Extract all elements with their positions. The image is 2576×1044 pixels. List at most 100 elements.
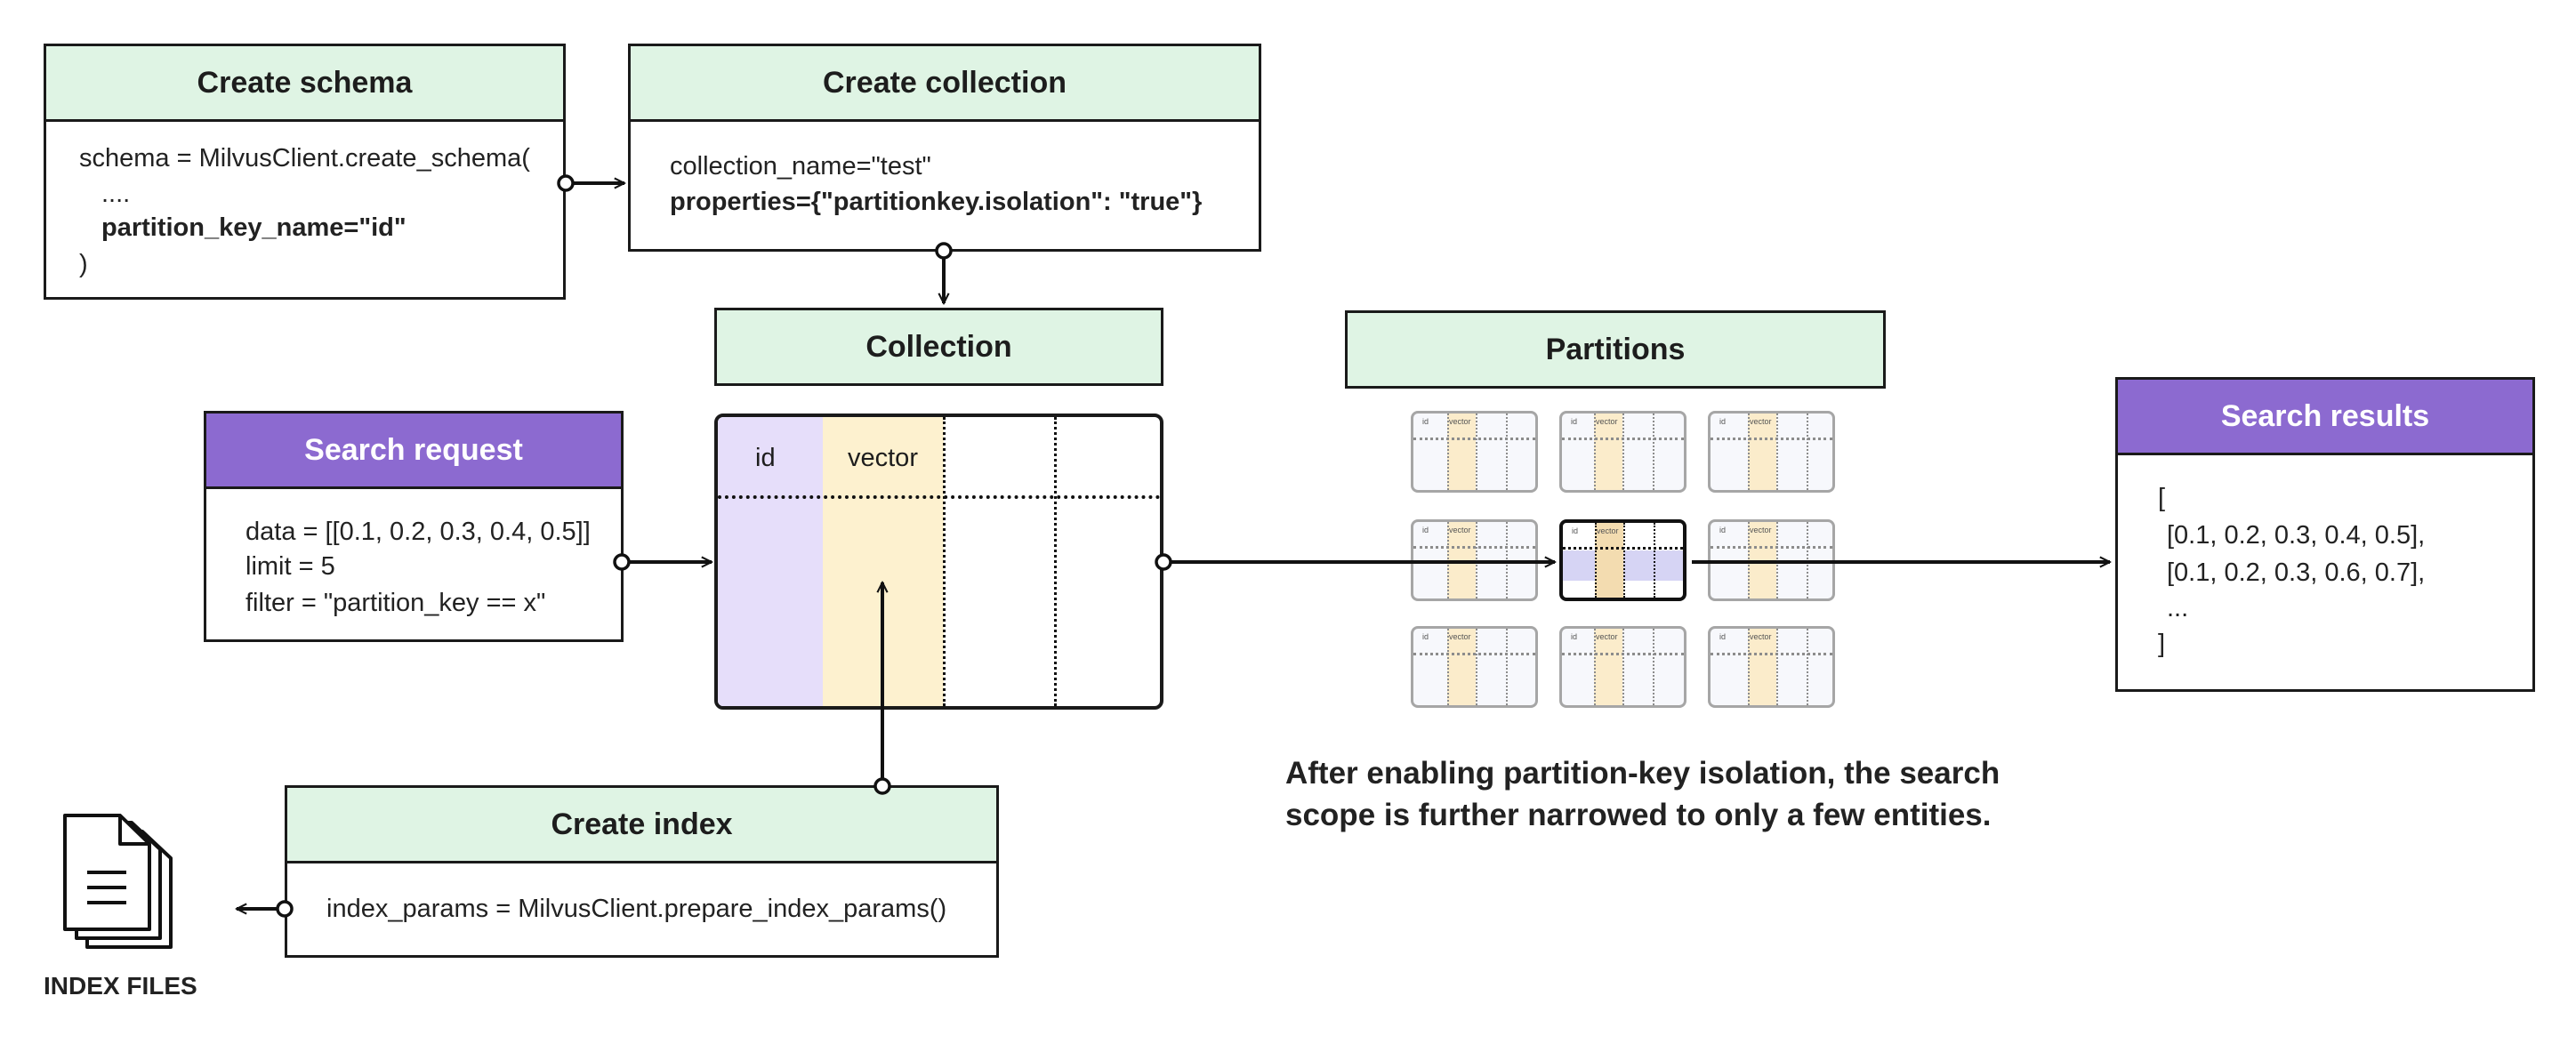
partition-col-divider [1506,629,1508,705]
search-request-title: Search request [204,411,624,489]
partition-vector-band [1748,414,1776,490]
partition-col-divider [1623,523,1625,598]
schema-partition-key: partition_key_name="id" [101,213,407,242]
partition-id-label: id [1422,526,1429,534]
partition-col-divider [1807,414,1808,490]
partition-row-divider [1413,653,1535,655]
search-results-title: Search results [2115,377,2535,455]
partition-col-divider [1476,414,1477,490]
caption-line-1: After enabling partition-key isolation, … [1285,756,2000,791]
search-results-line-3: [0.1, 0.2, 0.3, 0.6, 0.7], [2167,558,2426,587]
partition-vector-band [1594,414,1622,490]
partition-tile: id vector [1411,411,1538,493]
partition-tile: id vector [1559,411,1686,493]
partition-id-label: id [1422,632,1429,641]
partition-col-divider [1748,629,1750,705]
schema-line-2: .... [101,180,131,208]
partition-col-divider [1776,629,1778,705]
partition-vector-label: vector [1750,632,1772,641]
create-index-line-1: index_params = MilvusClient.prepare_inde… [326,895,947,923]
search-results-line-2: [0.1, 0.2, 0.3, 0.4, 0.5], [2167,521,2426,550]
partition-col-divider [1807,629,1808,705]
search-results-line-4: ... [2167,594,2189,622]
partition-col-divider [1594,629,1596,705]
partition-row-divider [1413,438,1535,440]
arrow-collection-to-partition [1155,553,1555,571]
collection-divider-1 [943,417,946,706]
partition-id-label: id [1571,632,1578,641]
caption-line-2: scope is further narrowed to only a few … [1285,798,1992,832]
partition-vector-band [1748,629,1776,705]
partitions-title-text: Partitions [1545,332,1686,366]
search-request-line-2: limit = 5 [246,552,335,581]
collection-table: id vector [714,414,1163,710]
collection-divider-2 [1054,417,1057,706]
create-index-title-text: Create index [551,807,733,841]
search-request-body [204,486,624,642]
partition-tile: id vector [1708,626,1835,708]
search-results-line-5: ] [2158,630,2166,658]
arrow-schema-to-collection [557,174,624,192]
partition-id-label: id [1422,417,1429,426]
partition-col-divider [1776,414,1778,490]
partition-col-divider [1622,414,1624,490]
partition-id-label: id [1719,526,1727,534]
create-collection-title: Create collection [628,44,1261,122]
collection-id-header: id [755,444,776,472]
schema-line-1: schema = MilvusClient.create_schema( [79,144,530,173]
arrow-index-to-files [237,900,294,918]
search-request-title-text: Search request [304,432,523,467]
partition-vector-label: vector [1596,632,1618,641]
partition-col-divider [1595,523,1597,598]
partition-col-divider [1447,414,1449,490]
search-results-title-text: Search results [2220,398,2430,433]
partition-row-divider [1413,546,1535,549]
create-index-body [285,861,999,958]
collection-id-column [718,417,823,706]
partition-id-label: id [1572,526,1579,535]
collection-title: Collection [714,308,1163,386]
partition-vector-label: vector [1597,526,1619,535]
partition-col-divider [1506,414,1508,490]
partition-tile-active: id vector [1559,519,1686,601]
create-collection-title-text: Create collection [823,65,1067,100]
partition-tile: id vector [1411,626,1538,708]
partition-vector-label: vector [1449,417,1471,426]
partition-vector-label: vector [1449,632,1471,641]
arrow-create-collection-to-collection [935,242,953,303]
schema-line-4: ) [79,250,88,278]
search-request-line-3: filter = "partition_key == x" [246,589,546,617]
partition-col-divider [1476,629,1477,705]
search-results-body [2115,453,2535,692]
partition-vector-band [1447,414,1476,490]
partition-vector-band [1594,629,1622,705]
partition-vector-label: vector [1596,417,1618,426]
partition-row-divider [1711,546,1832,549]
partition-tile: id vector [1559,626,1686,708]
partition-row-divider [1563,547,1683,550]
search-results-line-1: [ [2158,484,2166,512]
partition-id-label: id [1719,417,1727,426]
partition-col-divider [1594,414,1596,490]
arrow-search-request-to-collection [613,553,712,571]
partition-vector-band [1595,523,1623,598]
create-schema-title: Create schema [44,44,566,122]
partition-vector-label: vector [1750,526,1772,534]
partition-col-divider [1653,414,1654,490]
partition-col-divider [1653,629,1654,705]
collection-title-text: Collection [865,329,1012,364]
create-collection-line-2: properties={"partitionkey.isolation": "t… [670,184,1202,221]
partition-col-divider [1654,523,1655,598]
index-files-label: INDEX FILES [44,972,197,1000]
partition-row-divider [1711,653,1832,655]
partitions-title: Partitions [1345,310,1886,389]
arrow-index-to-vector [873,582,891,795]
isolation-caption: After enabling partition-key isolation, … [1285,752,2000,836]
create-schema-body [44,119,566,300]
partition-id-label: id [1571,417,1578,426]
partition-id-label: id [1719,632,1727,641]
partition-col-divider [1748,414,1750,490]
collection-row-divider [718,495,1160,499]
